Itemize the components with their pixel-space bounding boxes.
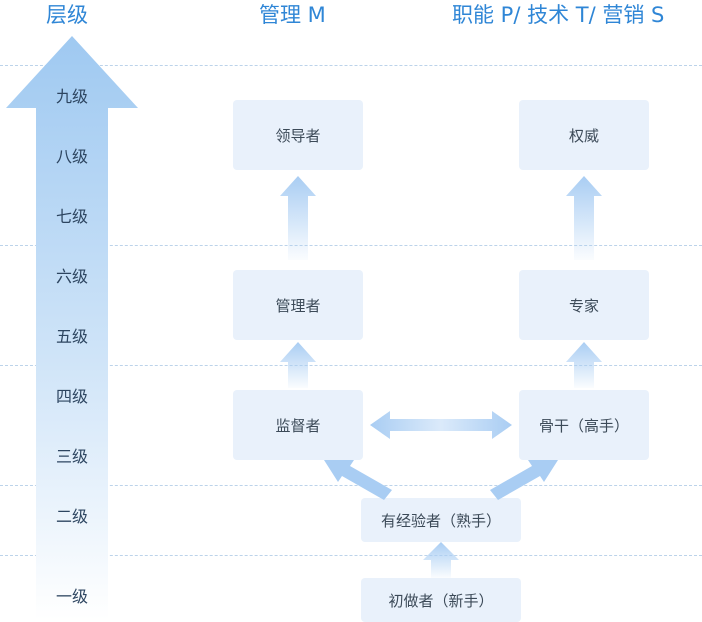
node-backbone: 骨干（高手） [519, 390, 649, 460]
node-beginner-label: 初做者（新手） [388, 591, 494, 610]
diagonal-arrow-right-icon [490, 460, 558, 500]
node-expert-label: 专家 [568, 296, 599, 315]
divider-line [0, 555, 702, 556]
node-beginner: 初做者（新手） [361, 578, 521, 622]
node-supervisor-label: 监督者 [275, 416, 321, 435]
arrow-up-icon [280, 176, 316, 260]
arrow-up-icon [423, 542, 459, 578]
level-label-2: 二级 [55, 507, 88, 526]
node-experienced-label: 有经验者（熟手） [380, 511, 501, 530]
diagonal-arrow-left-icon [324, 460, 392, 500]
level-label-9: 九级 [55, 87, 88, 106]
double-arrow-icon [370, 411, 512, 439]
node-leader: 领导者 [233, 100, 363, 170]
level-label-1: 一级 [55, 587, 88, 606]
node-leader-label: 领导者 [275, 126, 321, 145]
divider-line [0, 365, 702, 366]
divider-line [0, 485, 702, 486]
level-label-6: 六级 [55, 267, 88, 286]
node-manager-label: 管理者 [275, 296, 321, 315]
level-label-7: 七级 [55, 207, 88, 226]
arrow-up-icon [280, 342, 316, 388]
level-label-4: 四级 [55, 387, 88, 406]
divider-line [0, 245, 702, 246]
node-authority: 权威 [519, 100, 649, 170]
node-experienced: 有经验者（熟手） [361, 498, 521, 542]
node-backbone-label: 骨干（高手） [538, 416, 629, 435]
level-header: 层级 [46, 3, 88, 27]
node-expert: 专家 [519, 270, 649, 340]
level-label-5: 五级 [55, 327, 88, 346]
node-supervisor: 监督者 [233, 390, 363, 460]
management-header: 管理 M [259, 3, 326, 27]
divider-line [0, 65, 702, 66]
node-manager: 管理者 [233, 270, 363, 340]
arrow-up-icon [566, 176, 602, 260]
level-label-3: 三级 [55, 447, 88, 466]
level-label-8: 八级 [55, 147, 88, 166]
node-authority-label: 权威 [568, 126, 599, 145]
arrow-up-icon [566, 342, 602, 388]
level-up-arrow-icon [6, 36, 138, 620]
functional-header: 职能 P/ 技术 T/ 营销 S [452, 3, 665, 27]
